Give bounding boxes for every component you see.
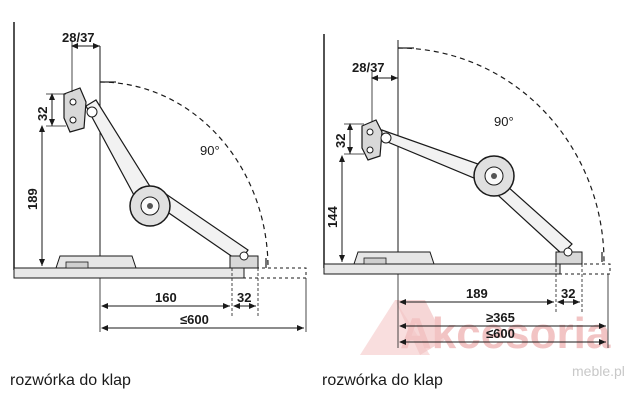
left-board-ext <box>243 267 307 279</box>
right-dim-total: ≤600 <box>486 326 515 341</box>
right-pivot-bottom <box>563 247 573 257</box>
left-dim-top: 28/37 <box>62 30 95 45</box>
left-board <box>13 267 245 279</box>
right-board <box>323 263 561 275</box>
right-pivot-top <box>380 132 392 144</box>
left-wall-bracket <box>63 87 87 133</box>
right-dim-mid: 189 <box>466 286 488 301</box>
right-swing-arc <box>397 47 605 263</box>
left-bracket-screw-1 <box>69 98 77 106</box>
right-bracket-screw-2 <box>366 146 374 154</box>
right-angle-label: 90° <box>494 114 514 129</box>
right-dim-top: 28/37 <box>352 60 385 75</box>
left-pivot-bottom <box>239 251 249 261</box>
left-hinge-plate <box>65 261 89 269</box>
left-dim-total: ≤600 <box>180 312 209 327</box>
right-hub-dot <box>491 173 497 179</box>
left-caption: rozwórka do klap <box>10 372 131 389</box>
right-dim-small: 32 <box>561 286 575 301</box>
left-diagram: 90° 28/37 32 189 <box>13 22 307 332</box>
left-angle-label: 90° <box>200 143 220 158</box>
right-wall-bracket <box>361 119 383 161</box>
left-bracket-screw-2 <box>69 116 77 124</box>
right-dim-bracket: 32 <box>333 134 348 148</box>
right-caption: rozwórka do klap <box>322 372 443 389</box>
right-diagram: 90° 28/37 32 144 <box>323 34 611 348</box>
left-swing-arc <box>99 81 269 269</box>
left-dim-mid: 160 <box>155 290 177 305</box>
left-pivot-top <box>86 106 98 118</box>
left-hub-dot <box>147 203 153 209</box>
right-upper-arm <box>377 129 479 179</box>
watermark-brand: Akcesoria <box>400 309 611 358</box>
watermark-sub: meble.pl <box>572 363 625 379</box>
right-dim-height: 144 <box>325 206 340 228</box>
left-dim-small: 32 <box>237 290 251 305</box>
right-bracket-screw-1 <box>366 128 374 136</box>
right-dim-min: ≥365 <box>486 310 515 325</box>
left-dim-height: 189 <box>25 188 40 210</box>
left-dim-bracket: 32 <box>35 107 50 121</box>
right-board-ext <box>559 263 611 275</box>
right-hinge-plate <box>363 257 387 265</box>
